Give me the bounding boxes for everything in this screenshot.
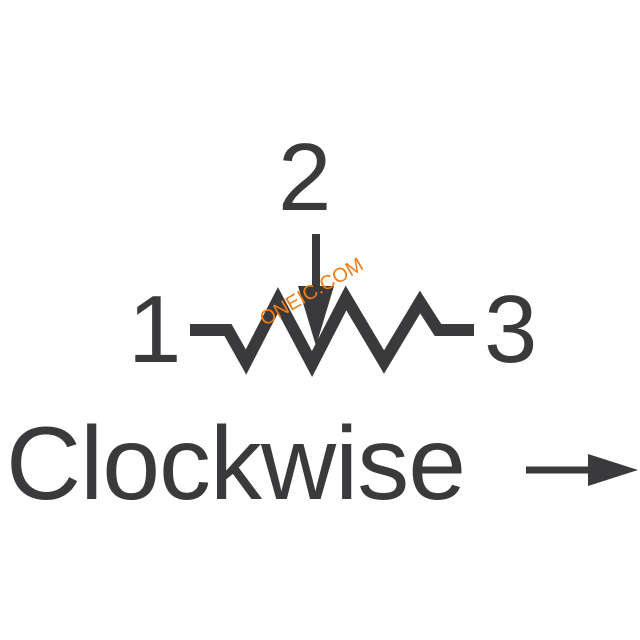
pin-2-label: 2 [278, 124, 332, 231]
direction-label: Clockwise [6, 406, 466, 522]
pin-1-label: 1 [128, 276, 182, 383]
arrow-down-icon [298, 234, 334, 346]
pin-3-label: 3 [484, 276, 538, 383]
arrow-right-icon [526, 454, 638, 486]
zigzag-resistor-icon [190, 285, 474, 377]
